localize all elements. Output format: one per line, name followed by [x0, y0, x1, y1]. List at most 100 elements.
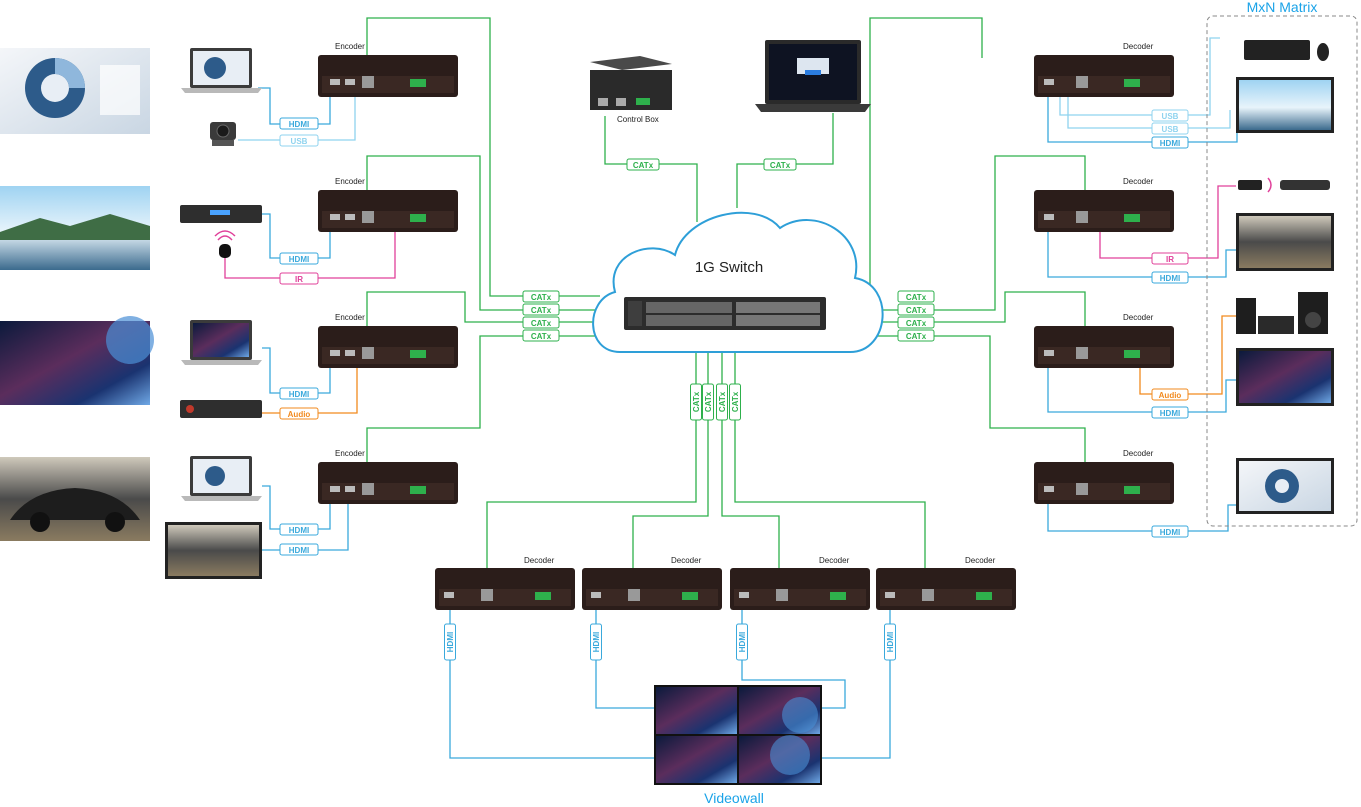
svg-text:Audio: Audio: [1159, 391, 1182, 400]
keyboard-icon: [1244, 40, 1329, 61]
display-icon: [1236, 213, 1334, 271]
hdmi-line-enc1-laptop: [258, 87, 331, 125]
svg-text:IR: IR: [1166, 255, 1174, 264]
catx-line-dec3: [850, 291, 1086, 326]
svg-text:CATx: CATx: [906, 293, 927, 302]
catx-line-vw4: [734, 352, 926, 580]
usb-line-dec1-b: [1067, 88, 1231, 129]
svg-text:USB: USB: [1162, 125, 1179, 134]
hdmi-tag: HDMI: [279, 543, 319, 556]
catx-tag: CATx: [763, 158, 797, 171]
audio-tag: Audio: [279, 407, 319, 420]
catx-tag: CATx: [897, 303, 935, 316]
decoder-label: Decoder: [965, 556, 996, 565]
space-flower-image: [0, 316, 154, 405]
decoder-vw-1: Decoder: [435, 556, 575, 610]
decoder-vw-2: Decoder: [582, 556, 722, 610]
ir-line-dec2: [1099, 185, 1236, 259]
svg-text:CATx: CATx: [531, 293, 552, 302]
hdmi-line-dec4: [1047, 496, 1238, 532]
svg-text:USB: USB: [291, 137, 308, 146]
svg-text:HDMI: HDMI: [592, 632, 601, 652]
left-source-images: [0, 48, 154, 541]
svg-text:CATx: CATx: [531, 319, 552, 328]
control-box: Control Box: [590, 56, 672, 124]
svg-text:CATx: CATx: [731, 391, 740, 412]
svg-text:HDMI: HDMI: [1160, 139, 1180, 148]
matrix-group: MxN Matrix: [1206, 0, 1358, 527]
lake-mountain-image: [0, 186, 150, 270]
laptop-icon: [181, 48, 262, 93]
camera-icon: [210, 122, 236, 146]
laptop-icon: [181, 456, 262, 501]
catx-tag: CATx: [897, 316, 935, 329]
catx-tag: CATx: [897, 290, 935, 303]
svg-text:HDMI: HDMI: [289, 120, 309, 129]
matrix-title: MxN Matrix: [1247, 0, 1318, 15]
ir-remote-icon: [1238, 177, 1330, 193]
display-icon: [165, 522, 262, 579]
catx-tag: CATx: [522, 303, 560, 316]
display-icon: [1236, 77, 1334, 133]
media-player-icon: [180, 400, 262, 418]
encoders: Encoder Encoder Encoder Encoder: [318, 42, 458, 504]
videowall: Videowall: [654, 685, 822, 806]
decoder-3: Decoder: [1034, 313, 1174, 368]
decoder-label: Decoder: [1123, 177, 1154, 186]
catx-tag: CATx: [522, 290, 560, 303]
encoder-3: Encoder: [318, 313, 458, 368]
svg-text:USB: USB: [1162, 112, 1179, 121]
hdmi-tag: HDMI: [1151, 136, 1189, 149]
usb-line-enc1-camera: [238, 90, 356, 141]
catx-line-dec1: [850, 17, 983, 297]
hdmi-line-enc4-laptop: [262, 485, 331, 530]
catx-line-vw3: [721, 352, 780, 580]
decoder-4: Decoder: [1034, 449, 1174, 504]
videowall-decoders: Decoder Decoder Decoder Decoder: [435, 556, 1016, 610]
catx-line-enc4: [366, 335, 600, 462]
decoder-vw-4: Decoder: [876, 556, 1016, 610]
hdmi-tag: HDMI: [590, 623, 602, 661]
svg-text:CATx: CATx: [531, 306, 552, 315]
vertical-tags: CATx CATx CATx CATx HDMI HDMI HDMI HDMI: [444, 383, 896, 661]
hdmi-line-dec2: [1047, 224, 1238, 278]
display-icon: [1236, 348, 1334, 406]
encoder-label: Encoder: [335, 177, 365, 186]
catx-tag: CATx: [897, 329, 935, 342]
svg-text:CATx: CATx: [692, 391, 701, 412]
audio-line-dec3: [1139, 315, 1236, 395]
videowall-title: Videowall: [704, 790, 764, 806]
hdmi-tag: HDMI: [444, 623, 456, 661]
connection-tags: HDMI USB HDMI IR HDMI Audio HDMI HDMI CA…: [279, 109, 1189, 556]
hdmi-tag: HDMI: [279, 117, 319, 130]
hdmi-tag: HDMI: [279, 387, 319, 400]
display-icon: [1236, 458, 1334, 514]
matrix-border: [1206, 15, 1358, 527]
svg-text:IR: IR: [295, 275, 303, 284]
laptop-icon: [755, 40, 871, 112]
ir-tag: IR: [1151, 252, 1189, 265]
hdmi-line-vw1: [449, 608, 656, 759]
decoder-label: Decoder: [524, 556, 555, 565]
svg-text:HDMI: HDMI: [886, 632, 895, 652]
catx-line-dec2: [850, 155, 1086, 311]
encoder-label: Encoder: [335, 449, 365, 458]
car-image: [0, 457, 150, 541]
hdmi-line-vw4: [820, 608, 891, 759]
svg-text:Audio: Audio: [288, 410, 311, 419]
ir-tag: IR: [279, 272, 319, 285]
switch-title: 1G Switch: [695, 259, 763, 276]
catx-tag: CATx: [702, 383, 714, 421]
hdmi-tag: HDMI: [1151, 271, 1189, 284]
svg-text:CATx: CATx: [718, 391, 727, 412]
speakers-icon: [1236, 292, 1328, 334]
svg-text:CATx: CATx: [906, 306, 927, 315]
catx-tag: CATx: [729, 383, 741, 421]
ir-receiver-icon: [214, 230, 236, 258]
chart-report-image: [0, 48, 150, 134]
decoder-label: Decoder: [1123, 313, 1154, 322]
decoder-label: Decoder: [1123, 449, 1154, 458]
decoder-2: Decoder: [1034, 177, 1174, 232]
svg-text:HDMI: HDMI: [289, 255, 309, 264]
